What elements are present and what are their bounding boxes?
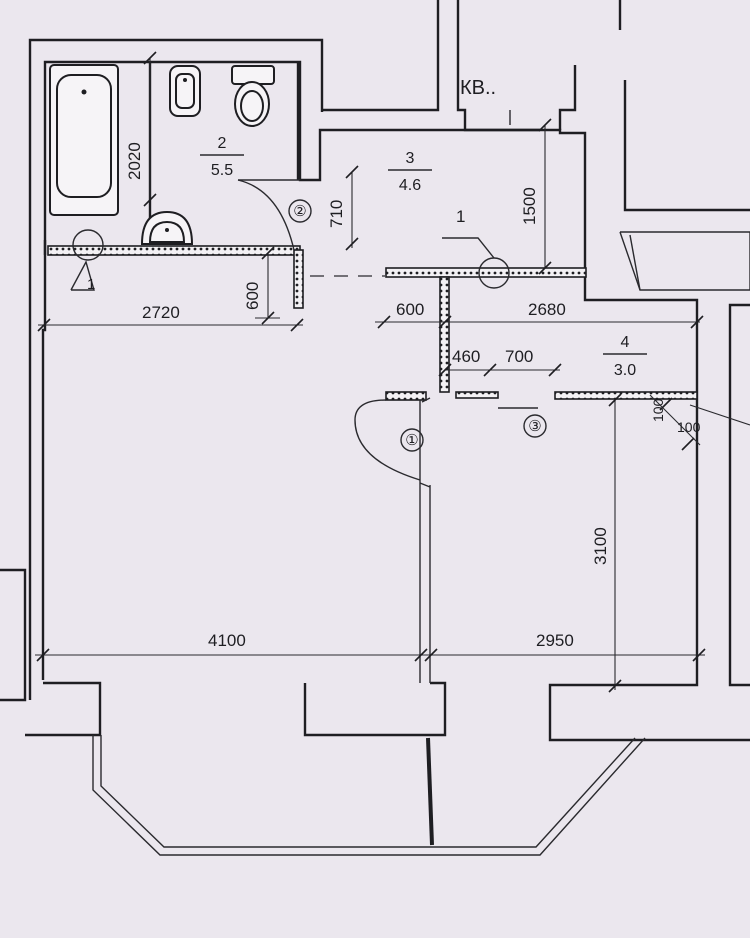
room-area: 5.5: [211, 162, 233, 179]
dimension-lines: [35, 58, 750, 690]
dim-100-vertical: 100: [650, 398, 666, 422]
room-number: 2: [218, 135, 227, 152]
right-neighbor-wall: [726, 303, 750, 742]
note-ref-label: 1: [87, 276, 95, 293]
dimension-ticks: [36, 51, 706, 693]
dim-1500: 1500: [520, 187, 539, 225]
note-ref-label: 1: [456, 207, 465, 226]
apartment-label: КВ..: [460, 77, 496, 99]
room-area: 4.6: [399, 177, 421, 194]
dim-2020: 2020: [125, 142, 144, 180]
room-number: 3: [406, 150, 415, 167]
neighbor-outline: [322, 0, 750, 291]
svg-text:②: ②: [293, 203, 306, 220]
dim-460: 460: [452, 347, 480, 366]
door-marker-2: ②: [288, 199, 312, 223]
bidet: [169, 65, 201, 117]
room-label-3: 3 4.6: [388, 150, 432, 194]
room-label-2: 2 5.5: [200, 135, 244, 179]
bay-window: [92, 735, 646, 856]
dim-100-horizontal: 100: [677, 419, 701, 435]
partitions: [47, 245, 698, 683]
room-area: 3.0: [614, 362, 636, 379]
room-label-4: 4 3.0: [603, 334, 647, 379]
sink: [140, 210, 194, 245]
door-swings: [237, 179, 421, 481]
dim-2680: 2680: [528, 300, 566, 319]
dim-2950: 2950: [536, 631, 574, 650]
dim-3100: 3100: [591, 527, 610, 565]
toilet: [231, 65, 275, 127]
dim-600-vertical: 600: [243, 282, 262, 310]
svg-text:③: ③: [528, 418, 541, 435]
outer-wall: [25, 38, 726, 742]
dim-700: 700: [505, 347, 533, 366]
door-marker-3: ③: [523, 414, 547, 438]
left-neighbor-wall: [0, 568, 27, 702]
room-number: 4: [621, 334, 630, 351]
dim-4100: 4100: [208, 631, 246, 650]
door-marker-1: ①: [400, 428, 424, 452]
dim-710: 710: [327, 200, 346, 228]
svg-text:①: ①: [405, 432, 418, 449]
dim-600-horizontal: 600: [396, 300, 424, 319]
dim-2720: 2720: [142, 303, 180, 322]
bathtub: [49, 64, 119, 216]
